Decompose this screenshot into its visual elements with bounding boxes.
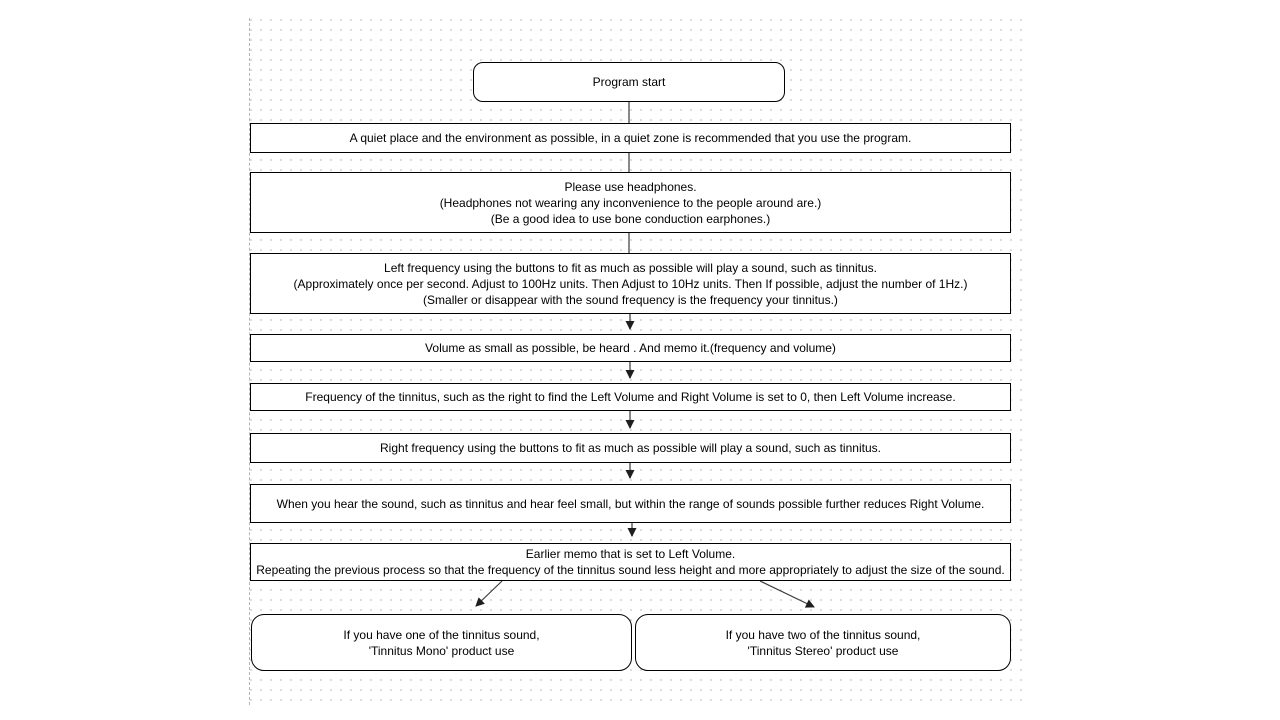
step-text: Right frequency using the buttons to fit… [380, 441, 881, 455]
step-left-frequency: Left frequency using the buttons to fit … [250, 253, 1011, 314]
step-right-frequency: Right frequency using the buttons to fit… [250, 433, 1011, 463]
step-use-headphones: Please use headphones. (Headphones not w… [250, 172, 1011, 233]
step-text: A quiet place and the environment as pos… [349, 131, 912, 145]
start-node: Program start [473, 62, 785, 102]
step-text: (Smaller or disappear with the sound fre… [423, 292, 838, 307]
step-text: (Approximately once per second. Adjust t… [293, 276, 968, 291]
outcome-text: If you have one of the tinnitus sound, [343, 627, 540, 642]
step-text: Left frequency using the buttons to fit … [384, 260, 877, 275]
start-node-label: Program start [592, 75, 666, 89]
step-volume-memo: Volume as small as possible, be heard . … [250, 334, 1011, 362]
outcome-text: 'Tinnitus Stereo' product use [747, 643, 899, 658]
outcome-tinnitus-stereo: If you have two of the tinnitus sound, '… [635, 614, 1011, 671]
step-text: When you hear the sound, such as tinnitu… [276, 496, 985, 511]
step-text: Repeating the previous process so that t… [256, 563, 1005, 577]
step-repeat-process: Earlier memo that is set to Left Volume.… [250, 543, 1011, 581]
step-text: Frequency of the tinnitus, such as the r… [305, 390, 956, 404]
step-text: Please use headphones. [564, 179, 697, 194]
step-quiet-place: A quiet place and the environment as pos… [250, 123, 1011, 153]
step-text: Earlier memo that is set to Left Volume. [525, 547, 736, 561]
step-reduce-right-volume: When you hear the sound, such as tinnitu… [250, 484, 1011, 523]
step-find-frequency: Frequency of the tinnitus, such as the r… [250, 383, 1011, 411]
step-text: (Headphones not wearing any inconvenienc… [439, 195, 822, 210]
step-text: (Be a good idea to use bone conduction e… [490, 211, 771, 226]
outcome-tinnitus-mono: If you have one of the tinnitus sound, '… [251, 614, 632, 671]
step-text: Volume as small as possible, be heard . … [425, 341, 836, 355]
outcome-text: 'Tinnitus Mono' product use [368, 643, 515, 658]
outcome-text: If you have two of the tinnitus sound, [725, 627, 921, 642]
